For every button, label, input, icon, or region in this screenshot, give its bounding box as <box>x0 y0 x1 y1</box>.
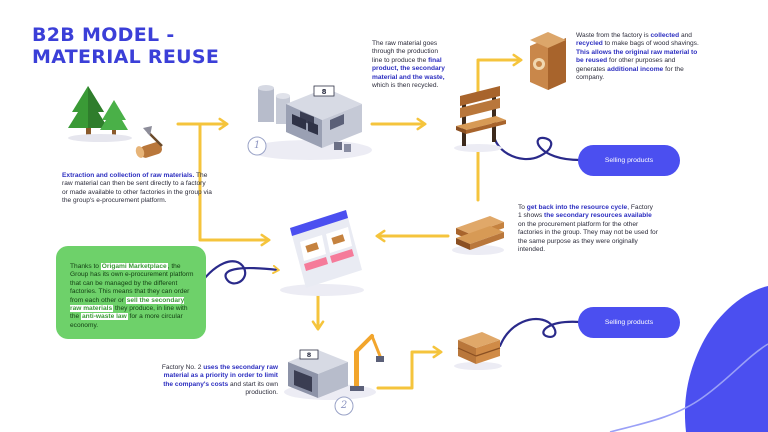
waste-b1: collected <box>650 32 680 39</box>
waste-f: for the company. <box>576 65 684 82</box>
resource-c: , Factory 1 shows <box>518 204 653 220</box>
arrow-raw-to-marketplace <box>198 122 271 247</box>
arrow-factory2-to-crate <box>376 345 443 390</box>
waste-e: for other purposes and generates <box>576 57 676 73</box>
step-marker-1: 1 <box>253 140 261 151</box>
resource-b2: the secondary resources available <box>544 212 652 220</box>
origami-d: for a more circular economy. <box>70 313 183 329</box>
squiggle-to-selling2 <box>498 317 582 348</box>
bench-icon <box>454 86 506 152</box>
axe-log-icon <box>135 126 163 158</box>
factory2-c: and start its own production. <box>228 380 278 397</box>
arrow-factory-to-bag <box>476 53 523 94</box>
production-c: which is then recycled. <box>372 82 439 90</box>
step-marker-2: 2 <box>340 400 348 411</box>
marketplace-screen-icon <box>280 210 364 296</box>
origami-marketplace-link: Origami Marketplace <box>100 263 168 270</box>
factory2-a: Factory No. 2 <box>161 364 204 371</box>
factory-2-icon: 8 <box>284 334 384 416</box>
title-line-1: B2B MODEL - <box>32 24 175 46</box>
waste-a: Waste from the factory is <box>576 32 651 39</box>
squiggle-origami-to-marketplace <box>194 260 280 292</box>
tree-icon <box>68 86 132 142</box>
factory2-text: Factory No. 2 uses the secondary raw mat… <box>152 364 278 398</box>
decorative-blob <box>609 286 768 432</box>
resource-a: To <box>518 204 527 211</box>
production-a: The raw material goes through the produc… <box>372 40 438 64</box>
origami-h3: anti-waste law <box>81 313 128 321</box>
origami-a: Thanks to <box>70 263 101 270</box>
origami-b: , the Group has its own e-procurement pl… <box>70 263 194 304</box>
waste-text: Waste from the factory is collected and … <box>576 32 706 82</box>
production-text: The raw material goes through the produc… <box>372 40 450 90</box>
origami-c: they produce, in line with the <box>70 305 188 321</box>
svg-text:8: 8 <box>307 351 312 359</box>
selling-products-pill-2: Selling products <box>578 307 680 338</box>
wood-shavings-bag-icon <box>530 32 566 90</box>
svg-text:8: 8 <box>322 88 327 96</box>
flow-arrows <box>176 53 523 390</box>
waste-b4: additional income <box>607 65 664 73</box>
page-title: B2B MODEL - MATERIAL REUSE <box>32 24 219 68</box>
squiggle-to-selling1 <box>492 126 582 162</box>
crate-icon <box>454 332 502 370</box>
resource-d: on the procurement platform for the othe… <box>518 220 658 254</box>
extraction-rest: The raw material can then be sent direct… <box>62 172 212 205</box>
extraction-bold: Extraction and collection of raw materia… <box>62 172 195 179</box>
waste-c: and <box>679 32 692 39</box>
waste-b2: recycled <box>576 40 603 48</box>
production-b1: final product, the secondary material an… <box>372 56 445 81</box>
waste-d: to make bags of wood shavings. <box>602 40 699 48</box>
resource-cycle-text: To get back into the resource cycle, Fac… <box>518 204 658 254</box>
connector-lines <box>194 126 582 348</box>
resource-b1: get back into the resource cycle <box>526 204 628 211</box>
origami-marketplace-card: Thanks to Origami Marketplace, the Group… <box>56 246 206 339</box>
extraction-text: Extraction and collection of raw materia… <box>62 172 212 206</box>
factory2-b1: uses the secondary raw material as a pri… <box>163 364 278 388</box>
title-line-2: MATERIAL REUSE <box>32 46 220 68</box>
waste-b3: This allows the original raw material to… <box>576 48 698 65</box>
wood-planks-icon <box>452 216 504 255</box>
selling-products-pill-1: Selling products <box>578 145 680 176</box>
factory-1-icon: 8 <box>247 85 372 160</box>
